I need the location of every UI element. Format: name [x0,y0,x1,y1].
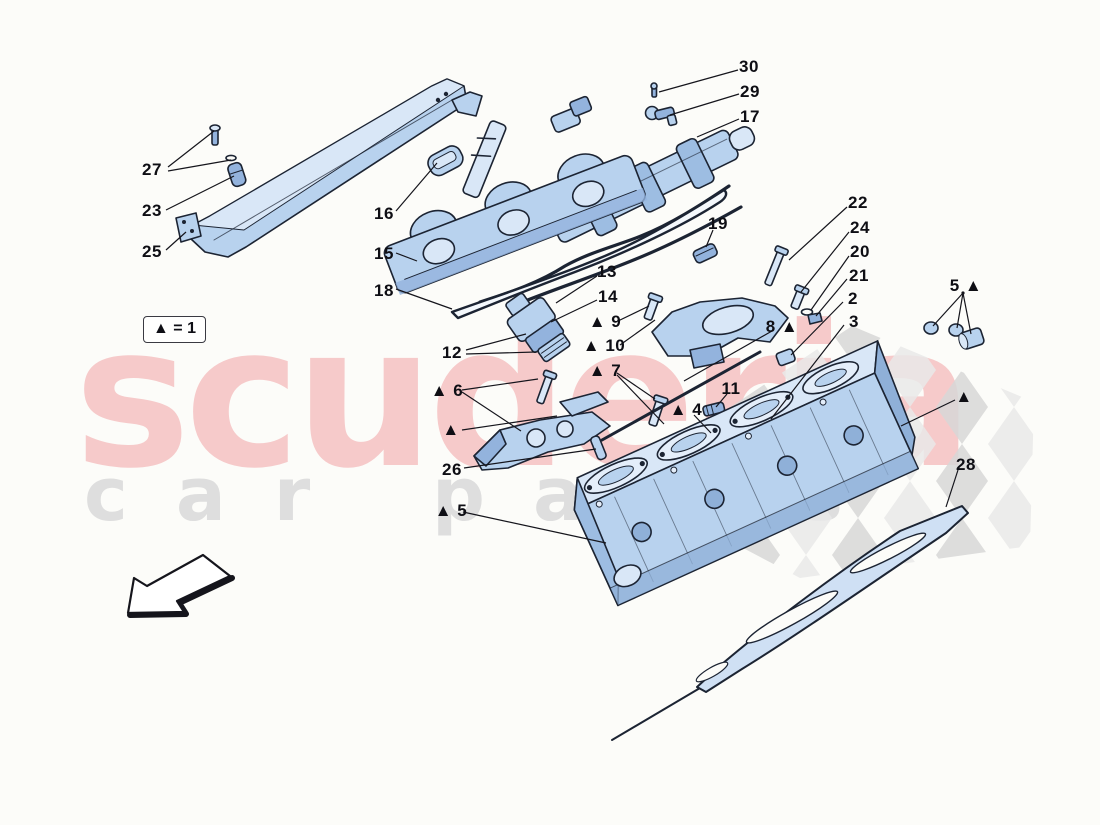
bolt-24-part [790,284,810,310]
stud-bolt-6-part [536,369,558,405]
callout-24: 24 [850,218,870,237]
callout-19: 19 [708,214,728,233]
cover-grommet-part [227,161,247,188]
callout-8: 8 ▲ [765,317,799,336]
direction-arrow [126,553,235,618]
callout-10: ▲ 10 [582,336,626,355]
callout-leader-lines [165,69,972,544]
pad-19-part [692,243,718,264]
callout-triangle-right: ▲ [955,387,973,406]
callout-2: 2 [848,289,858,308]
callout-18: 18 [374,281,394,300]
callout-6: ▲ 6 [430,381,464,400]
cam-housing-part [383,153,648,295]
callout-21: 21 [849,266,869,285]
stud-22-part [764,245,789,287]
callout-16: 16 [374,204,394,223]
callout-23: 23 [142,201,162,220]
callout-12: 12 [442,343,462,362]
callout-22: 22 [848,193,868,212]
sensor-29-part [644,105,678,127]
callout-29: 29 [740,82,760,101]
callout-3: 3 [849,312,859,331]
tappet-bracket-part [473,391,611,471]
callout-4: ▲ 4 [669,400,703,419]
plug-21-part [807,312,823,325]
callout-9: ▲ 9 [588,312,622,331]
callout-26: 26 [442,460,462,479]
callout-7: ▲ 7 [588,361,622,380]
callout-28: 28 [956,455,976,474]
valve-cover-part [189,78,483,258]
cam-cover-gasket-part [450,188,728,320]
bolt-9-part [643,292,664,321]
callout-30: 30 [739,57,759,76]
callout-15: 15 [374,244,394,263]
head-gasket-part [611,505,969,741]
washer-20-part [800,308,814,316]
callout-11: 11 [721,379,741,398]
callout-25: 25 [142,242,162,261]
cover-screw-part [209,124,237,162]
pad-2-part [775,348,796,367]
callout-27: 27 [142,160,162,179]
cylinder-head-part [573,340,920,607]
screw-30-part [650,82,658,98]
caps-5-part [923,321,985,350]
callout-5-left: ▲ 5 [434,501,468,520]
push-rod-8-part [600,350,762,442]
intake-elbow-part [651,297,789,369]
callout-triangle-left: ▲ [442,420,460,439]
legend-box: ▲ = 1 [143,316,206,343]
ignition-coil-part [427,95,593,199]
callout-20: 20 [850,242,870,261]
callout-14: 14 [598,287,618,306]
callout-13: 13 [597,262,617,281]
solenoid-valve-part [505,292,571,363]
callout-17: 17 [740,107,760,126]
callout-5-right: 5 ▲ [949,276,983,295]
